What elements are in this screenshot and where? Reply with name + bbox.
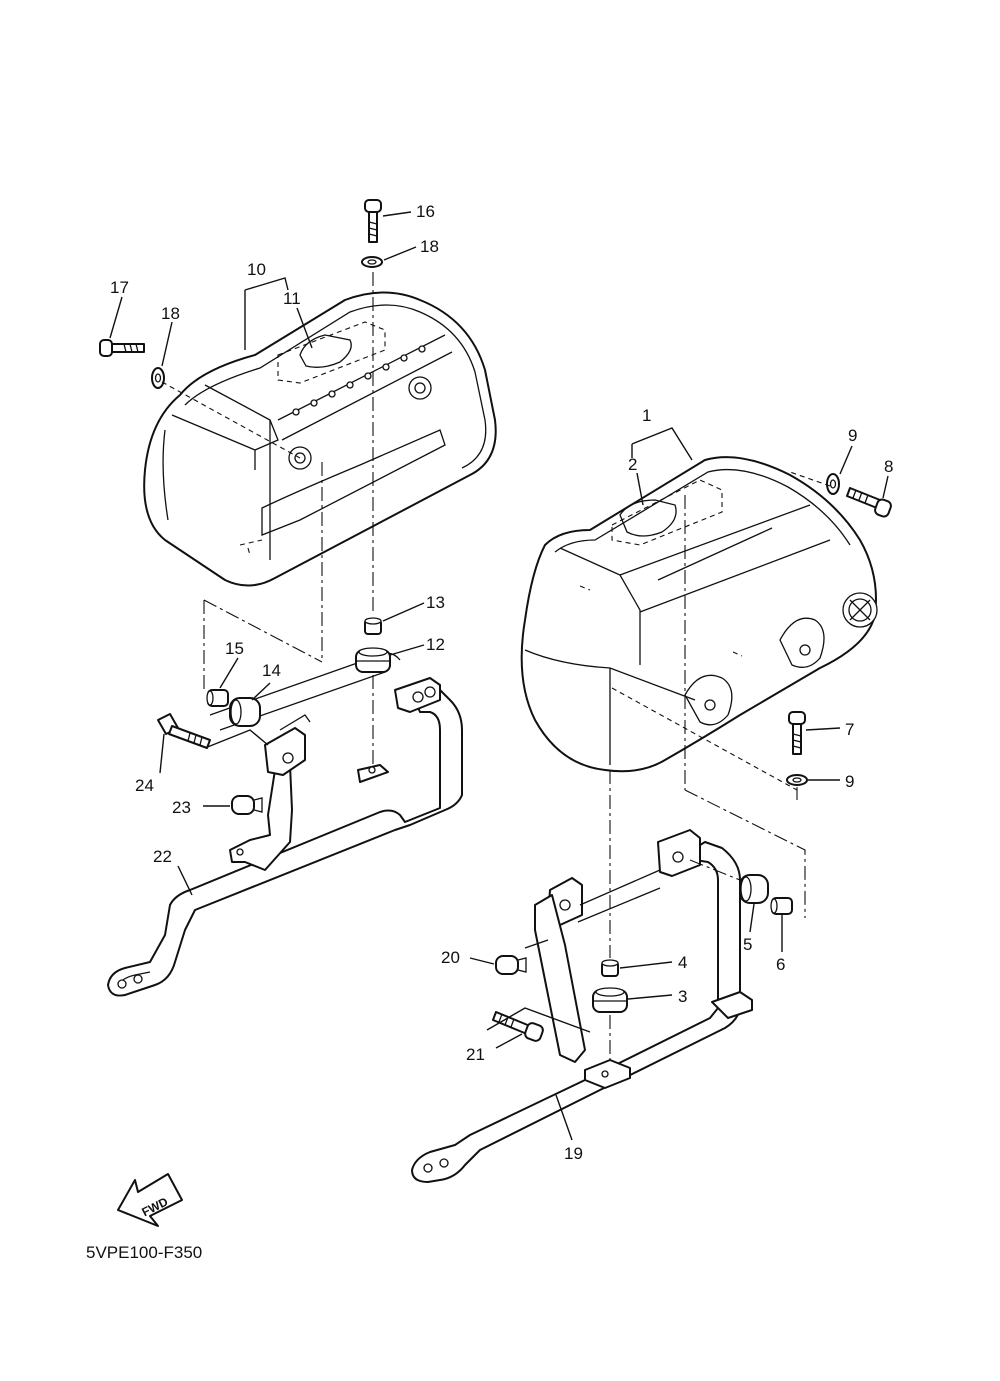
callout-13: 13 — [426, 593, 445, 612]
callout-15: 15 — [225, 639, 244, 658]
bolt-8-icon — [846, 487, 892, 518]
washer-18-left-icon — [151, 367, 165, 389]
callout-labels: 16 18 10 11 17 18 13 12 15 14 24 23 22 1… — [110, 202, 893, 1163]
callout-9-bottom: 9 — [845, 772, 854, 791]
fwd-arrow-icon: FWD — [117, 1173, 183, 1227]
callout-2: 2 — [628, 455, 637, 474]
collar-4-icon — [601, 959, 619, 977]
callout-18-left: 18 — [161, 304, 180, 323]
callout-21: 21 — [466, 1045, 485, 1064]
callout-20: 20 — [441, 948, 460, 967]
callout-16: 16 — [416, 202, 435, 221]
grommet-14-icon — [229, 697, 261, 727]
plug-23-icon — [231, 795, 263, 815]
assembly-lines — [161, 272, 831, 1065]
callout-24: 24 — [135, 776, 154, 795]
callout-3: 3 — [678, 987, 687, 1006]
callout-1: 1 — [642, 406, 651, 425]
callout-8: 8 — [884, 457, 893, 476]
leader-lines — [109, 211, 889, 1141]
callout-18-top: 18 — [420, 237, 439, 256]
left-saddlebag-icon — [143, 291, 497, 587]
callout-23: 23 — [172, 798, 191, 817]
plug-20-icon — [495, 955, 527, 975]
grommet-12-icon — [355, 647, 391, 673]
callout-19: 19 — [564, 1144, 583, 1163]
callout-12: 12 — [426, 635, 445, 654]
callout-22: 22 — [153, 847, 172, 866]
callout-11: 11 — [283, 289, 301, 308]
washer-9-top-icon — [826, 473, 840, 495]
bolt-24-icon — [157, 713, 211, 749]
bolt-21-icon — [492, 1011, 544, 1042]
right-saddlebag-icon — [520, 456, 878, 773]
washer-18-top-icon — [361, 256, 383, 268]
left-stay-bracket-icon — [107, 652, 463, 997]
diagram-code: 5VPE100-F350 — [86, 1243, 202, 1262]
right-stay-bracket-icon — [411, 829, 753, 1183]
bolt-7-icon — [788, 711, 806, 755]
callout-5: 5 — [743, 935, 752, 954]
callout-7: 7 — [845, 720, 854, 739]
collar-13-icon — [364, 617, 382, 635]
grommet-5-icon — [739, 874, 769, 904]
collar-6-icon — [770, 897, 793, 915]
callout-9-top: 9 — [848, 426, 857, 445]
grommet-3-icon — [592, 987, 628, 1013]
washer-9-bottom-icon — [786, 774, 808, 786]
callout-4: 4 — [678, 953, 687, 972]
collar-15-icon — [206, 689, 229, 707]
callout-6: 6 — [776, 955, 785, 974]
bolt-17-icon — [99, 339, 145, 357]
callout-14: 14 — [262, 661, 281, 680]
bolt-16-icon — [364, 199, 382, 243]
callout-10: 10 — [247, 260, 266, 279]
callout-17: 17 — [110, 278, 129, 297]
